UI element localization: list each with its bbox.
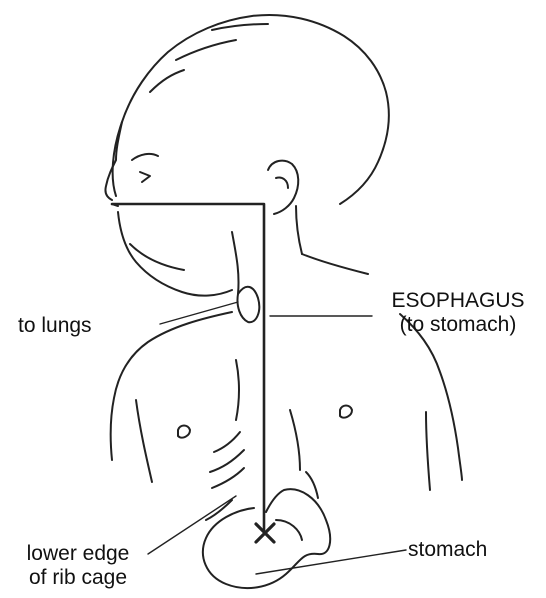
- rib-cage-label-line2: of rib cage: [8, 566, 148, 590]
- leader-rib: [148, 496, 236, 554]
- rib-cage-label-line1: lower edge: [8, 542, 148, 566]
- stomach-shape: [203, 489, 330, 588]
- to-lungs-label: to lungs: [18, 314, 92, 338]
- ear: [268, 161, 298, 214]
- rib-cage-label: lower edge of rib cage: [8, 542, 148, 590]
- trachea: [237, 287, 259, 322]
- left-shoulder: [111, 312, 232, 460]
- esophagus-label-line1: ESOPHAGUS: [373, 289, 543, 313]
- head-outline: [113, 15, 389, 204]
- right-shoulder: [302, 254, 368, 274]
- esophagus-label-line2: (to stomach): [373, 313, 543, 337]
- feeding-tube: [112, 204, 264, 530]
- esophagus-label: ESOPHAGUS (to stomach): [373, 289, 543, 337]
- leader-stomach: [256, 550, 406, 574]
- stomach-label: stomach: [408, 538, 487, 562]
